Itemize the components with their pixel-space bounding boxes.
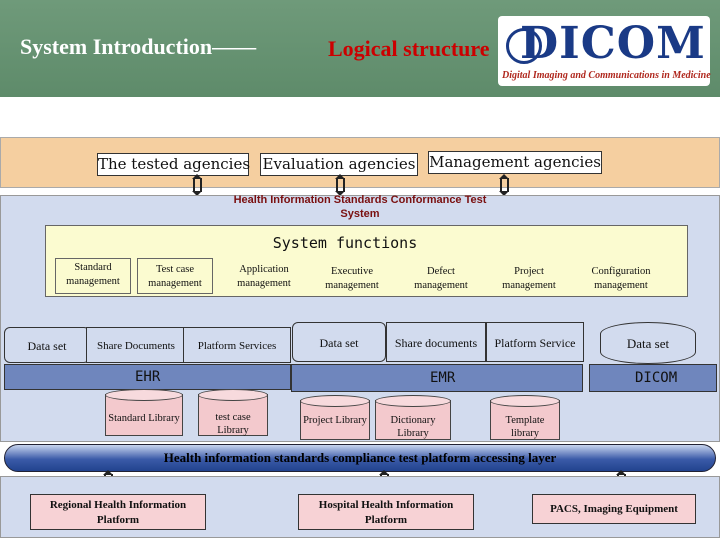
- function-application-management: Application management: [237, 264, 291, 289]
- function-executive-management: Executive management: [325, 266, 379, 291]
- agency-evaluation: Evaluation agencies: [260, 153, 418, 176]
- library-template: Template library: [490, 395, 560, 440]
- ehr-share-documents: Share Documents: [86, 327, 186, 363]
- library-test-case: test case Library: [198, 389, 268, 436]
- function-test-case-management: Test case management: [148, 264, 202, 289]
- logo-subtitle: Digital Imaging and Communications in Me…: [502, 70, 711, 81]
- logo-circle-icon: [506, 28, 542, 64]
- dicom-data-set: Data set: [600, 322, 696, 364]
- emr-bar: EMR: [291, 364, 583, 392]
- dicom-bar: DICOM: [589, 364, 717, 392]
- function-defect-management: Defect management: [414, 266, 468, 291]
- access-layer-label: Health information standards compliance …: [163, 450, 557, 465]
- access-layer-bar: [4, 444, 716, 472]
- library-standard: Standard Library: [105, 389, 183, 436]
- platform-hospital: Hospital Health Information Platform: [298, 494, 474, 530]
- logo-text: DICOM: [520, 18, 706, 69]
- ehr-platform-services: Platform Services: [183, 327, 291, 363]
- agency-tested: The tested agencies: [97, 153, 250, 176]
- platform-regional: Regional Health Information Platform: [30, 494, 206, 530]
- library-dictionary: Dictionary Library: [375, 395, 451, 440]
- platform-pacs: PACS, Imaging Equipment: [532, 494, 696, 524]
- system-functions-title: System functions: [272, 234, 418, 252]
- test-system-label: Health Information Standards Conformance…: [233, 194, 487, 220]
- emr-data-set: Data set: [292, 322, 386, 362]
- function-box: [137, 258, 213, 294]
- emr-platform-service: Platform Service: [486, 322, 584, 362]
- double-arrow-icon: [335, 174, 345, 196]
- function-project-management: Project management: [502, 266, 556, 291]
- emr-share-documents: Share documents: [386, 322, 486, 362]
- page-title: System Introduction——: [20, 34, 257, 59]
- function-configuration-management: Configuration management: [591, 266, 651, 291]
- double-arrow-icon: [499, 174, 509, 196]
- ehr-data-set: Data set: [4, 327, 90, 363]
- function-standard-management: Standard management: [66, 262, 120, 287]
- function-box: [55, 258, 131, 294]
- agency-management: Management agencies: [428, 151, 602, 174]
- page-subtitle: Logical structure: [328, 36, 490, 61]
- library-project: Project Library: [300, 395, 370, 440]
- ehr-bar: EHR: [4, 364, 291, 390]
- double-arrow-icon: [192, 174, 202, 196]
